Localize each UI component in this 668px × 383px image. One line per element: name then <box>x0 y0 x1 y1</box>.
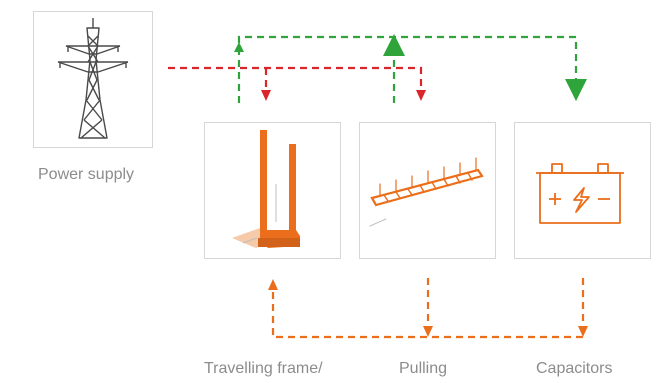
orange-arrow-head-frame <box>268 279 278 290</box>
pulling-beam-icon <box>369 157 484 227</box>
capacitors-label: Capacitors <box>536 360 613 377</box>
power-pylon-icon <box>57 18 129 139</box>
green-flow-line <box>237 34 587 103</box>
orange-arrow-head-capacitors <box>578 326 588 337</box>
power-supply-box <box>33 11 153 148</box>
orange-arrow-head-pulling <box>423 326 433 337</box>
green-arrow-head-capacitors <box>571 90 581 101</box>
red-flow-line <box>168 66 423 90</box>
red-arrow-head-pulling <box>416 90 426 101</box>
power-supply-label: Power supply <box>38 166 135 183</box>
orange-flow-line <box>271 278 585 339</box>
green-arrow-head-frame <box>234 42 244 52</box>
pulling-label: Pulling <box>399 360 448 377</box>
red-arrow-head-frame <box>261 90 271 101</box>
travelling-frame-icon <box>232 130 300 248</box>
battery-icon <box>536 163 624 224</box>
travelling-frame-label: Travelling frame/ <box>204 360 323 377</box>
green-arrow-head-pulling <box>389 42 399 52</box>
